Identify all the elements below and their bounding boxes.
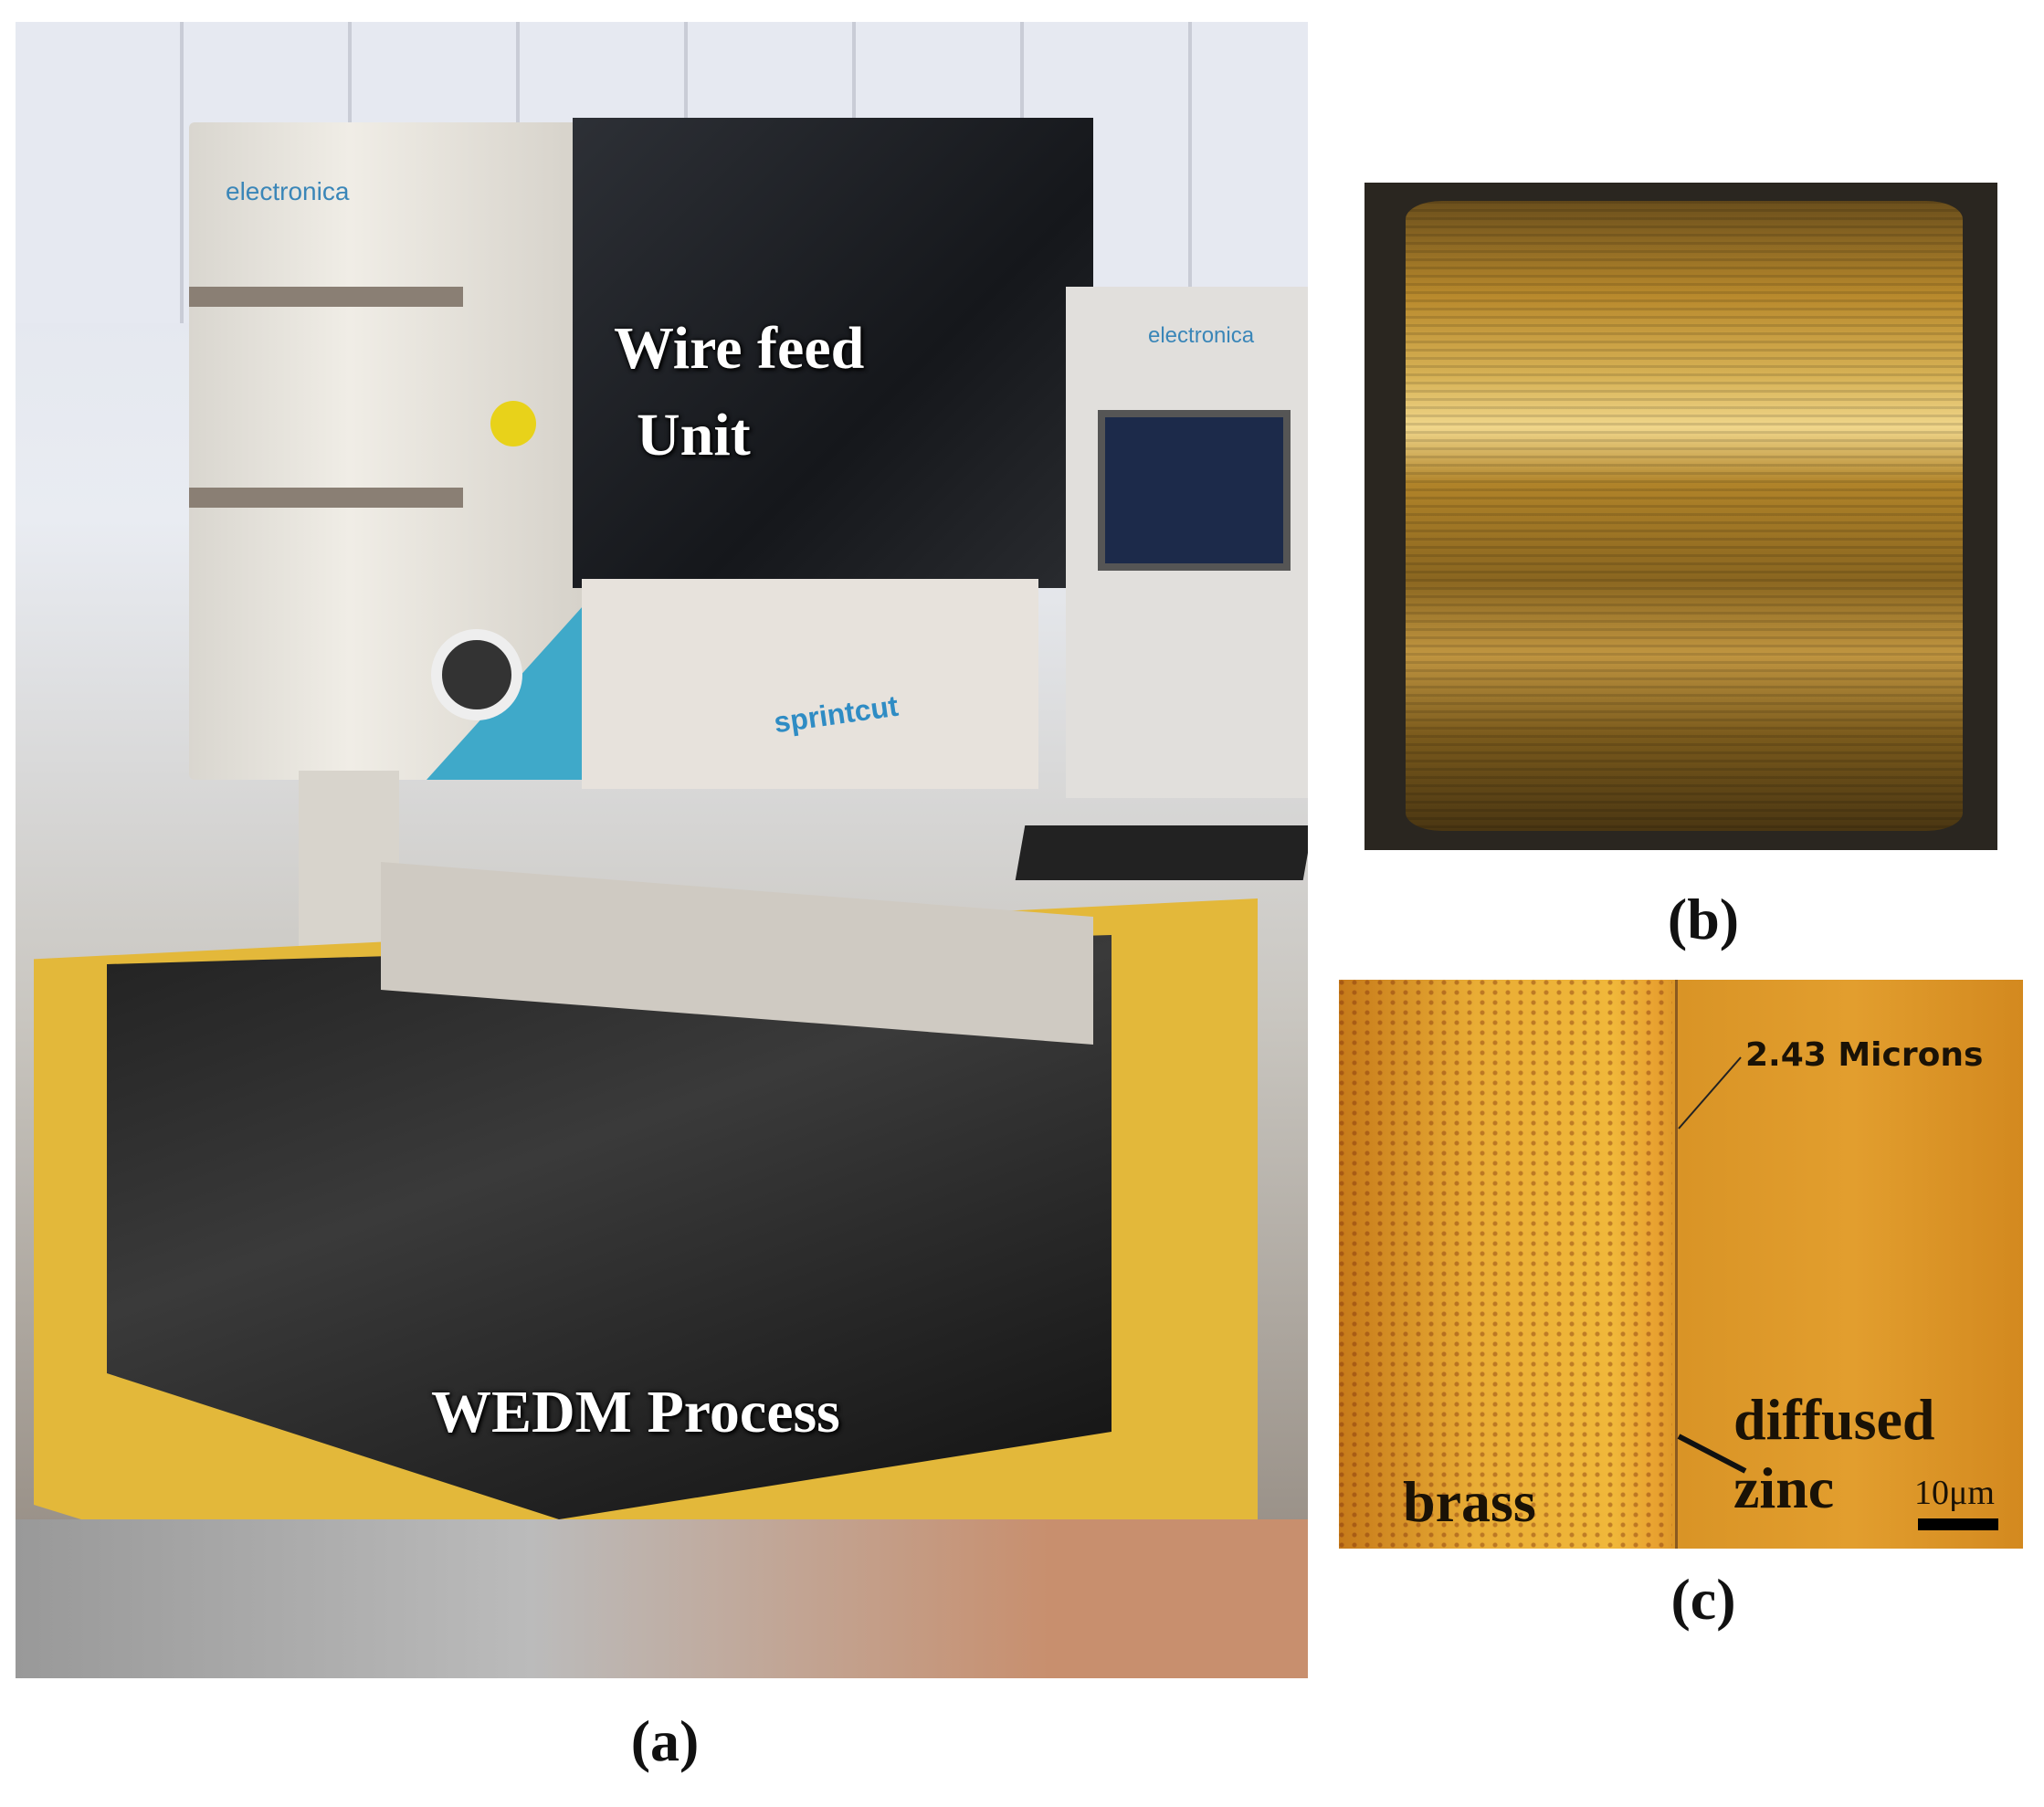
micrograph-brass-zinc: 2.43 Microns diffused zinc brass 10μm bbox=[1339, 980, 2023, 1549]
zinc-leader bbox=[1677, 1434, 1747, 1474]
machine-head bbox=[189, 122, 591, 780]
keyboard bbox=[1015, 825, 1308, 880]
interface-line bbox=[1675, 980, 1678, 1549]
floor bbox=[16, 1519, 1308, 1678]
label-thickness: 2.43 Microns bbox=[1745, 1036, 1984, 1074]
label-wire-feed: Wire feed bbox=[614, 315, 865, 382]
wedm-machine-photo: electronica electronica sprintcut Wire f… bbox=[16, 22, 1308, 1678]
tape-stripe bbox=[189, 488, 463, 508]
brass-texture bbox=[1339, 980, 1672, 1549]
label-scale: 10μm bbox=[1914, 1474, 1995, 1512]
brass-wire-spool-photo bbox=[1364, 183, 1997, 850]
caption-a: (a) bbox=[630, 1708, 700, 1773]
round-knob bbox=[431, 629, 522, 720]
caption-c: (c) bbox=[1670, 1567, 1736, 1632]
caption-b: (b) bbox=[1667, 887, 1740, 951]
cnc-monitor bbox=[1098, 410, 1291, 571]
label-brass: brass bbox=[1403, 1469, 1536, 1534]
electronica-logo: electronica bbox=[1148, 323, 1255, 348]
label-wedm-process: WEDM Process bbox=[431, 1379, 840, 1445]
label-diffused: diffused bbox=[1733, 1387, 1935, 1452]
wire-feed-unit bbox=[573, 118, 1093, 588]
scale-bar bbox=[1918, 1518, 1998, 1530]
leader-lines bbox=[1677, 1056, 1998, 1530]
yellow-label bbox=[490, 401, 536, 446]
front-control-panel bbox=[582, 579, 1038, 789]
electronica-logo: electronica bbox=[226, 177, 350, 205]
thickness-leader bbox=[1678, 1056, 1742, 1129]
wire-spool bbox=[1406, 201, 1963, 831]
label-unit: Unit bbox=[637, 402, 751, 468]
tape-stripe bbox=[189, 287, 463, 307]
label-zinc: zinc bbox=[1733, 1455, 1835, 1520]
